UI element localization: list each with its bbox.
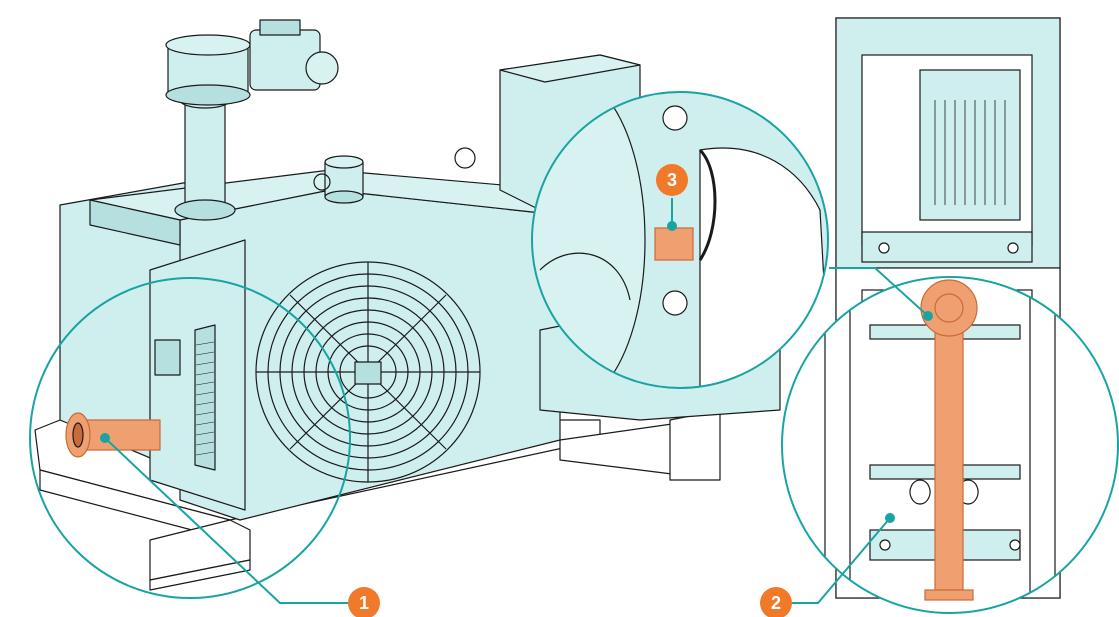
exhaust-stack	[165, 19, 339, 221]
callout-number-2: 2	[771, 593, 781, 613]
zoom-detail-1	[29, 277, 351, 599]
top-fittings	[313, 147, 476, 204]
side-panel	[149, 239, 246, 511]
inlet-pipe	[65, 412, 161, 458]
pump-assembly	[34, 19, 781, 591]
zoom-detail-3	[531, 91, 829, 389]
callout-number-1: 1	[359, 593, 369, 613]
zoom-detail-2	[781, 276, 1119, 614]
leader-line-frame	[829, 267, 929, 317]
fan-guard	[255, 261, 481, 483]
leader-line-1	[104, 437, 350, 604]
callout-badge-1: 1	[348, 587, 380, 617]
leader-dot-3	[667, 221, 677, 231]
leader-dot-frame	[923, 311, 933, 321]
leader-lines	[100, 198, 933, 604]
leader-dot-1	[100, 433, 110, 443]
callout-badge-3: 3	[656, 164, 688, 196]
callout-badge-2: 2	[760, 587, 792, 617]
leader-dot-2	[885, 513, 895, 523]
callout-number-3: 3	[667, 170, 677, 190]
leader-line-2	[790, 517, 891, 604]
